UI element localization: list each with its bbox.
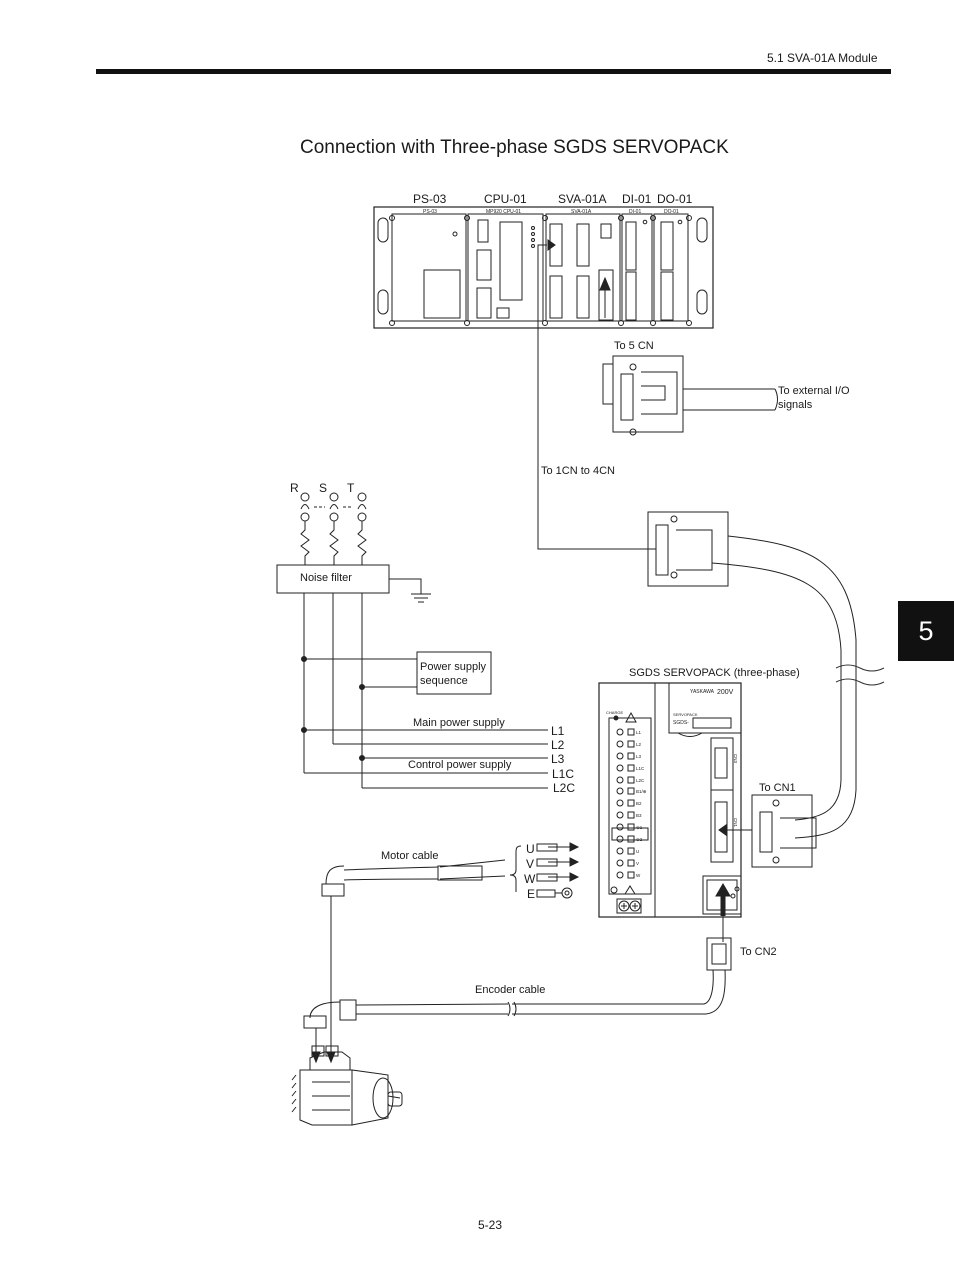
page-number: 5-23 [478,1218,503,1232]
terminal-l1-label: L1 [551,724,565,738]
main-power-label: Main power supply [413,717,505,729]
servopack-voltage: 200V [717,689,734,696]
terminal-mark: V [636,861,639,866]
encoder-cable-label: Encoder cable [475,984,546,996]
to-external-io-label-1: To external I/O [778,385,850,397]
terminal-mark: L2 [636,742,642,747]
terminal-mark: ⊖2 [636,837,643,842]
terminal-l3-label: L3 [551,752,565,766]
section-header: 5.1 SVA-01A Module [767,51,878,65]
module-label-ps03: PS-03 [413,192,447,206]
servo-motor [291,1045,403,1126]
rack-tag-do: DO-01 [664,209,679,215]
power-input [276,492,548,789]
motor-terminal-u: U [526,842,535,856]
motor-cable-label: Motor cable [381,850,439,862]
connector-1cn [647,511,857,839]
connector-cn1 [718,794,817,868]
noise-filter-label: Noise filter [300,572,352,584]
to-5cn-label: To 5 CN [614,340,654,352]
terminal-l1c-label: L1C [552,767,575,781]
to-1cn-4cn-label: To 1CN to 4CN [541,465,615,477]
module-label-cpu01: CPU-01 [484,192,527,206]
module-label-sva01a: SVA-01A [558,192,607,206]
phase-s-label: S [319,481,328,495]
terminal-l2-label: L2 [551,738,565,752]
header-rule [96,69,891,74]
rack-tag-sva: SVA-01A [571,209,592,215]
to-cn2-label: To CN2 [740,946,777,958]
terminal-mark: B2 [636,801,642,806]
terminal-mark: W [636,873,641,878]
motor-terminal-w: W [524,872,536,886]
control-power-label: Control power supply [408,759,512,771]
terminal-mark: L3 [636,754,642,759]
to-cn1-label: To CN1 [759,782,796,794]
motor-cable [321,842,580,1064]
rack-tag-cpu: MP920 CPU-01 [486,209,521,215]
terminal-mark: B3 [636,813,642,818]
rack-tag-ps: PS-03 [423,209,437,215]
servopack-title-label: SGDS SERVOPACK (three-phase) [629,667,800,679]
phase-t-label: T [347,481,355,495]
chapter-tab: 5 [898,601,954,661]
terminal-mark: B1/⊕ [636,789,647,794]
phase-r-label: R [290,481,299,495]
sva-cn-cable [537,244,656,550]
terminal-mark: L1 [636,730,642,735]
motor-terminal-e: E [527,887,536,901]
module-label-do01: DO-01 [657,192,693,206]
terminal-l2c-label: L2C [553,781,576,795]
cn1-label: CN1 [733,818,738,827]
servopack-brand: YASKAWA [690,689,715,695]
connector-5cn [602,355,778,436]
rack-tag-di: DI-01 [629,209,641,215]
motor-terminal-v: V [526,857,535,871]
controller-rack [373,206,714,329]
terminal-mark: L2C [636,778,645,783]
servopack-caption: SERVOPACK [673,712,698,717]
page-title: Connection with Three-phase SGDS SERVOPA… [300,137,729,158]
servopack-model: SGDS- [673,720,689,726]
terminal-mark: ⊖1 [636,825,643,830]
charge-label: CHARGE [606,710,623,715]
terminal-mark: L1C [636,766,645,771]
cn3-label: CN3 [733,754,738,763]
power-sequence-label-2: sequence [420,675,468,687]
to-external-io-label-2: signals [778,399,813,411]
power-sequence-label-1: Power supply [420,661,487,673]
servopack-body [598,682,742,918]
module-label-di01: DI-01 [622,192,652,206]
terminal-mark: U [636,849,639,854]
